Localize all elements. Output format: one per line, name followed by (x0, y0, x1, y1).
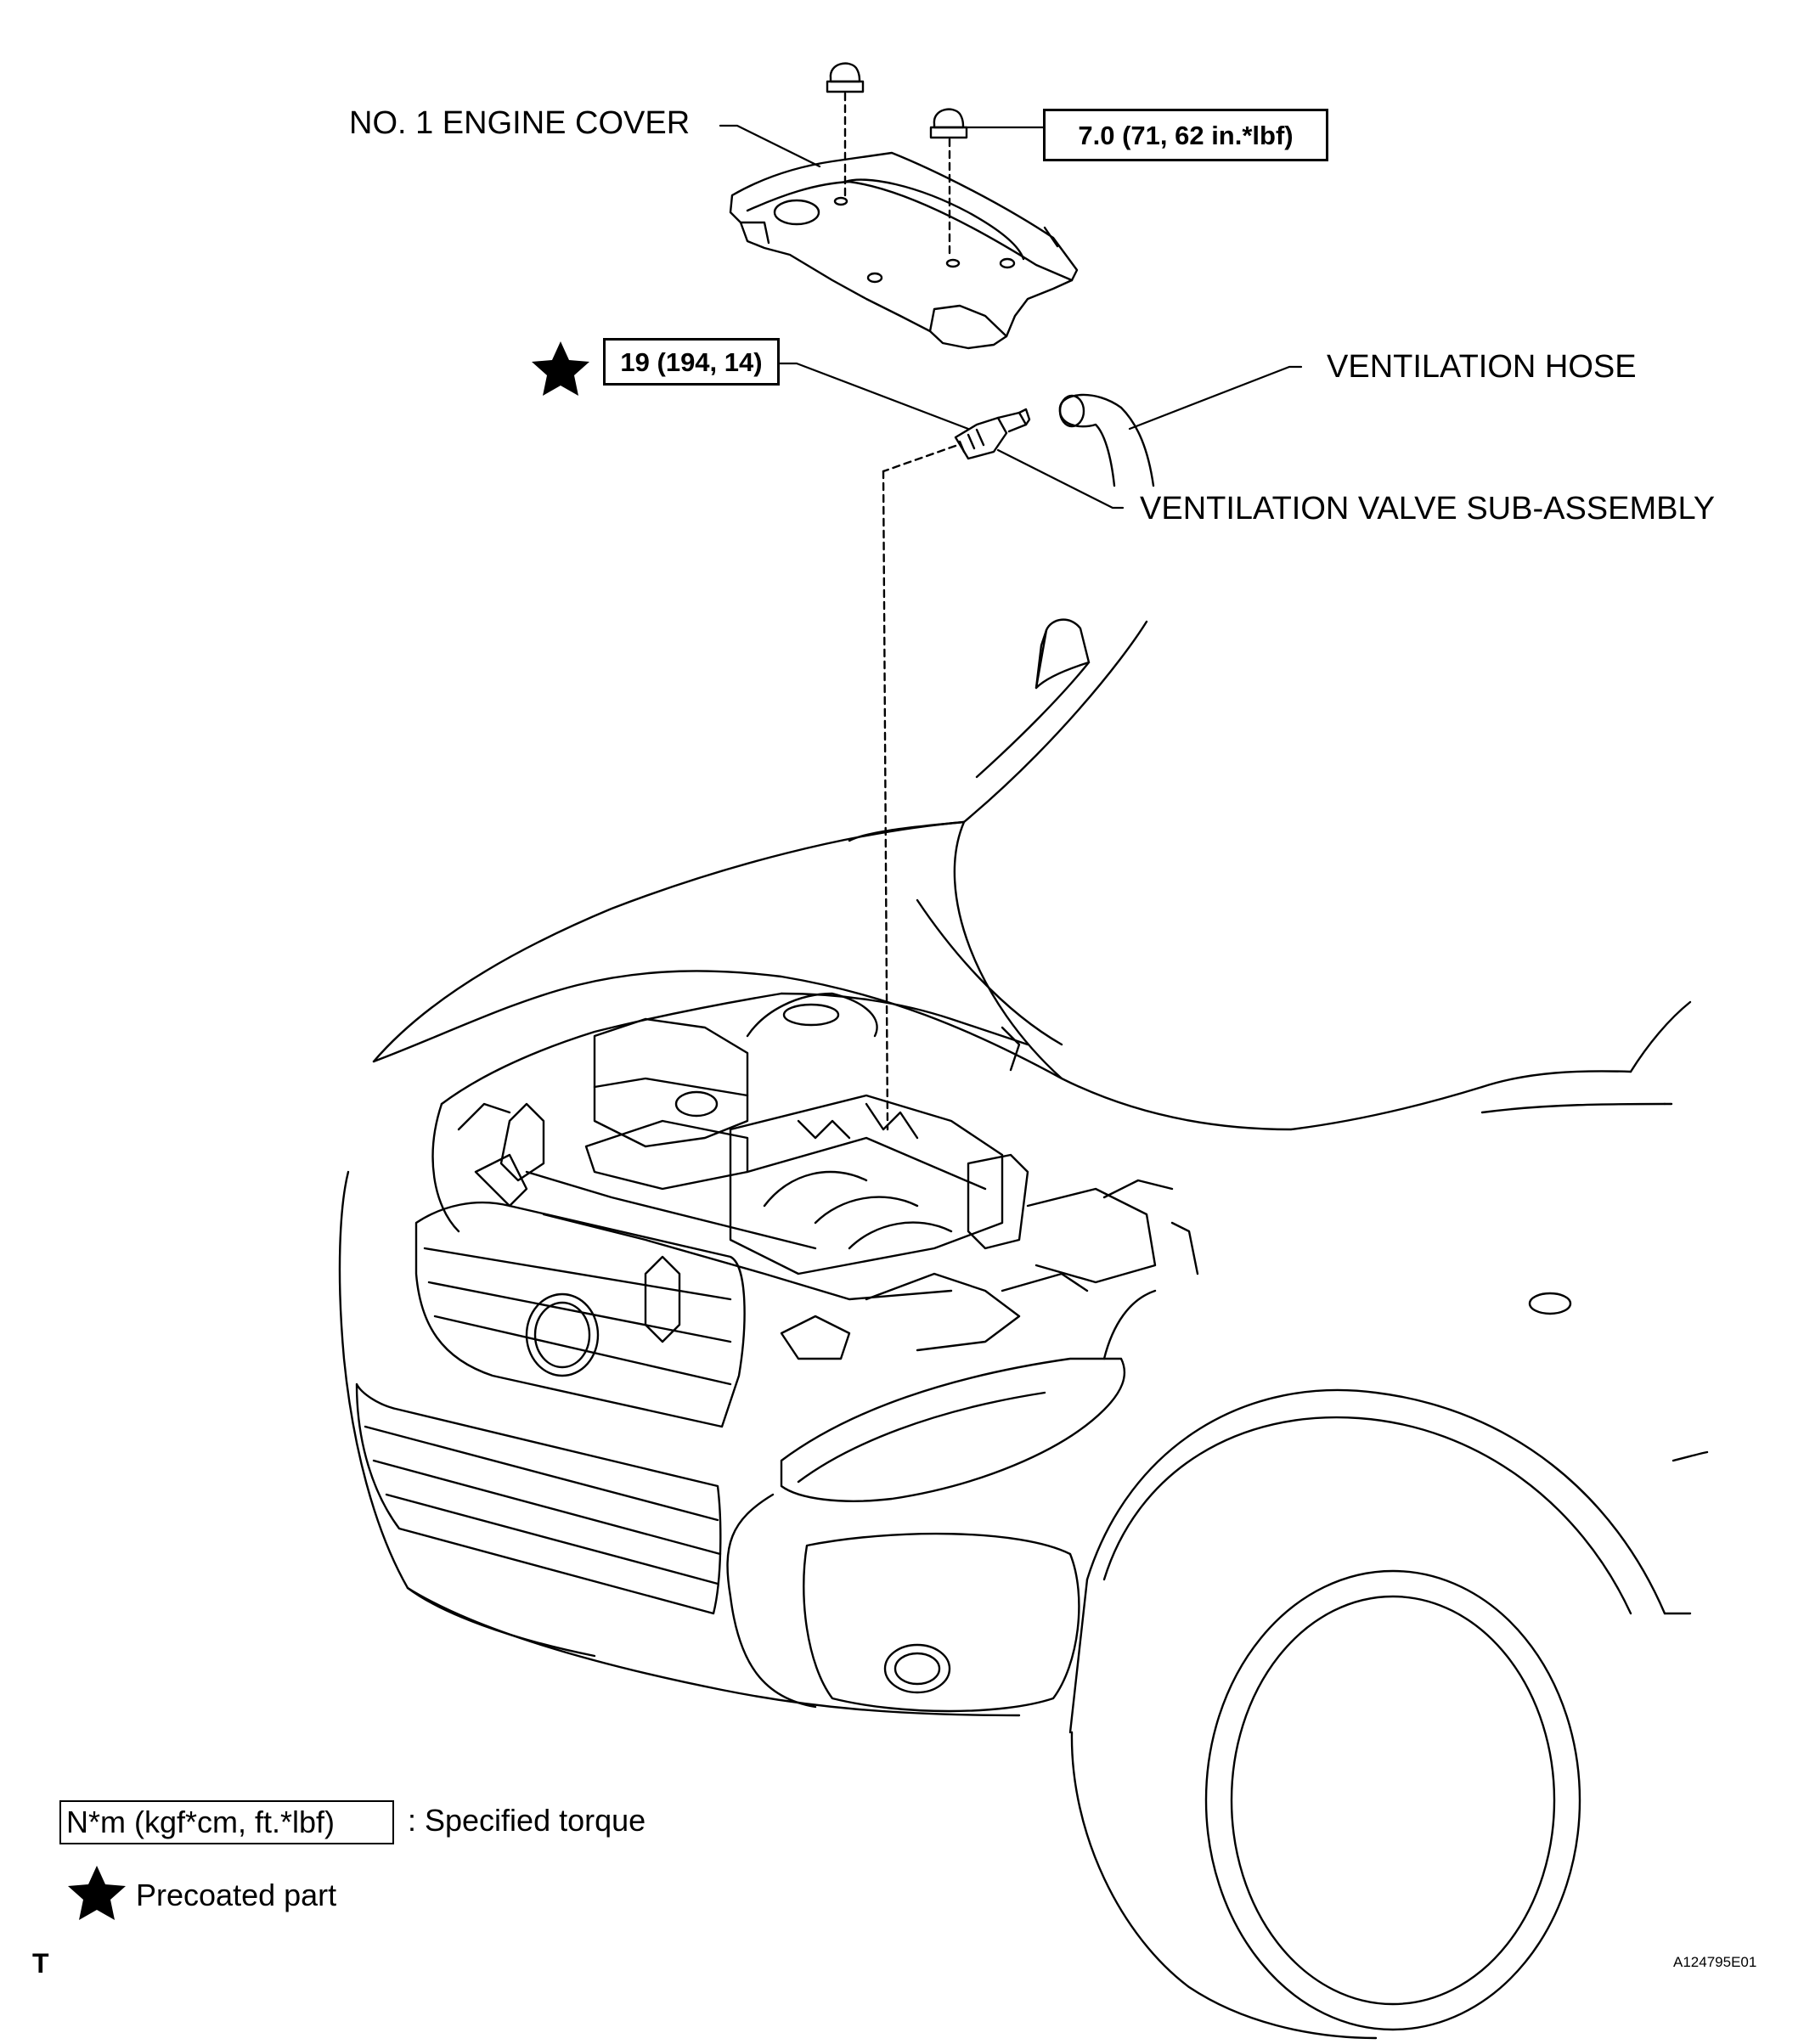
ventilation-valve-drawing (882, 408, 1031, 1131)
torque-legend-text: : Specified torque (408, 1803, 646, 1838)
cover-nut-torque-spec: 7.0 (71, 62 in.*lbf) (1043, 109, 1328, 161)
cover-nut-left (826, 62, 865, 197)
torque-legend-box: N*m (kgf*cm, ft.*lbf) (59, 1800, 394, 1844)
leader-lines (719, 124, 1303, 510)
engine-cover-drawing (729, 151, 1079, 350)
star-icon (68, 1866, 126, 1920)
valve-torque-spec: 19 (194, 14) (603, 338, 780, 386)
star-icon (532, 341, 589, 396)
engine-cover-label: NO. 1 ENGINE COVER (349, 105, 691, 141)
corner-mark: T (32, 1948, 49, 1979)
figure-code: A124795E01 (1673, 1954, 1757, 1970)
cover-nut-right (929, 108, 968, 256)
ventilation-valve-label: VENTILATION VALVE SUB-ASSEMBLY (1140, 491, 1716, 526)
ventilation-hose-drawing (1058, 393, 1155, 487)
precoated-legend-text: Precoated part (136, 1878, 337, 1912)
vehicle-drawing (338, 618, 1709, 2040)
ventilation-hose-label: VENTILATION HOSE (1327, 349, 1637, 385)
